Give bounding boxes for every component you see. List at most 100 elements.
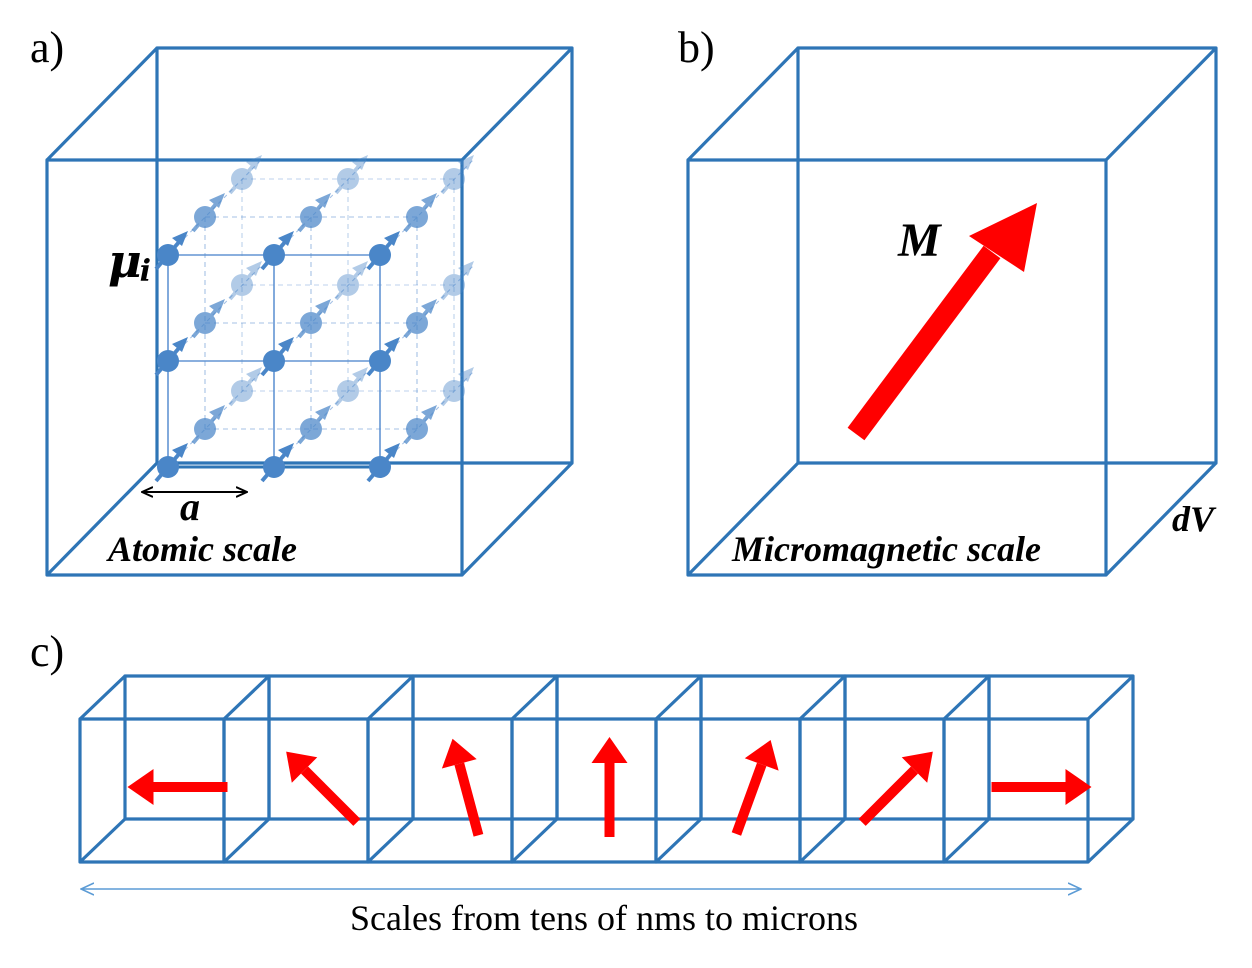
magnetic-moment-symbol: μ <box>108 234 142 288</box>
atom-with-spin <box>260 231 294 271</box>
spin-arrow-shaft <box>228 270 255 301</box>
atom-with-spin <box>191 193 225 233</box>
cell-magnetization-arrow <box>286 751 361 826</box>
atom <box>443 168 465 190</box>
cell-magnetization-arrow <box>991 769 1092 805</box>
atom <box>300 312 322 334</box>
atom-with-spin <box>297 299 331 339</box>
atom-with-spin <box>334 367 368 407</box>
arrow-shaft <box>454 762 484 837</box>
atom <box>369 456 391 478</box>
micromagnetic-cell-row <box>78 674 1135 864</box>
atom <box>369 244 391 266</box>
cell-edge <box>1086 817 1135 864</box>
atom-with-spin <box>228 261 262 301</box>
cell-back-face <box>987 674 1135 821</box>
spin-arrow-head <box>352 367 368 382</box>
arrow-head <box>901 751 933 783</box>
cell-edge <box>510 817 559 864</box>
spin-arrow-shaft <box>334 270 361 301</box>
arrow-head <box>1065 769 1092 805</box>
arrow-head <box>286 751 318 783</box>
volume-element-label: dV <box>1172 499 1217 539</box>
atom-with-spin <box>154 443 188 483</box>
panel-a: a) a μi Atomic scale <box>30 23 574 577</box>
atom-with-spin <box>440 367 474 407</box>
spin-arrow-head <box>458 261 474 276</box>
atom <box>443 274 465 296</box>
cell-edge <box>1086 674 1135 721</box>
atom-with-spin <box>334 155 368 195</box>
atom-with-spin <box>366 337 400 377</box>
atom-with-spin <box>154 337 188 377</box>
cell-magnetization-arrow <box>441 738 484 837</box>
cell-edge <box>798 817 847 864</box>
cell-edge <box>798 674 847 721</box>
atom <box>369 350 391 372</box>
atom-with-spin <box>260 337 294 377</box>
atom <box>263 456 285 478</box>
panel-b-cube <box>686 46 1218 577</box>
cell-magnetization-arrow <box>858 751 933 826</box>
cell-edge <box>942 674 991 721</box>
atom-with-spin <box>191 405 225 445</box>
atom-with-spin <box>403 193 437 233</box>
cell-edge <box>942 817 991 864</box>
lattice-spacing-label: a <box>180 484 200 529</box>
spin-arrow-shaft <box>440 164 467 195</box>
spin-arrow-head <box>421 405 437 420</box>
spin-arrow-shaft <box>334 164 361 195</box>
atom-with-spin <box>191 299 225 339</box>
spin-arrow-head <box>172 337 188 352</box>
atom-with-spin <box>366 231 400 271</box>
atom-with-spin <box>297 193 331 233</box>
atom-with-spin <box>154 231 188 271</box>
atom <box>231 168 253 190</box>
atom <box>300 418 322 440</box>
cell-front-face <box>942 717 1090 864</box>
atom <box>337 168 359 190</box>
spin-arrow-head <box>421 193 437 208</box>
atomic-lattice <box>154 155 475 483</box>
spin-arrow-shaft <box>334 376 361 407</box>
cell-magnetization-arrow <box>731 740 779 836</box>
atom-with-spin <box>403 299 437 339</box>
spin-arrow-head <box>246 261 262 276</box>
cell-edge <box>366 674 415 721</box>
atomic-scale-label: Atomic scale <box>106 529 297 569</box>
magnetic-moment-label: μi <box>108 234 151 289</box>
arrow-head <box>127 769 154 805</box>
atom <box>194 206 216 228</box>
spin-arrow-head <box>315 299 331 314</box>
atom <box>337 380 359 402</box>
arrow-head <box>441 738 477 769</box>
atom <box>337 274 359 296</box>
atom-with-spin <box>334 261 368 301</box>
spin-arrow-head <box>246 155 262 170</box>
spin-arrow-head <box>384 337 400 352</box>
spin-arrow-head <box>352 155 368 170</box>
spin-arrow-head <box>352 261 368 276</box>
arrow-head <box>591 737 628 763</box>
panel-a-outer-cube <box>45 46 574 577</box>
spin-arrow-head <box>209 299 225 314</box>
spin-arrow-head <box>278 443 294 458</box>
magnetization-label: M <box>897 214 943 267</box>
atom <box>194 418 216 440</box>
spin-arrow-head <box>421 299 437 314</box>
atom-with-spin <box>260 443 294 483</box>
atom <box>231 274 253 296</box>
arrow-head <box>744 740 779 771</box>
cell-edge <box>222 674 271 721</box>
spin-arrow-head <box>278 231 294 246</box>
cell-magnetization-arrow <box>591 737 628 837</box>
spin-arrow-head <box>458 367 474 382</box>
panel-c-label: c) <box>30 627 64 676</box>
panel-c: c) Scales from tens of nms to microns <box>30 627 1135 938</box>
cell-edge <box>222 817 271 864</box>
spin-arrow-head <box>384 231 400 246</box>
spin-arrow-head <box>209 193 225 208</box>
atom <box>443 380 465 402</box>
atom <box>300 206 322 228</box>
